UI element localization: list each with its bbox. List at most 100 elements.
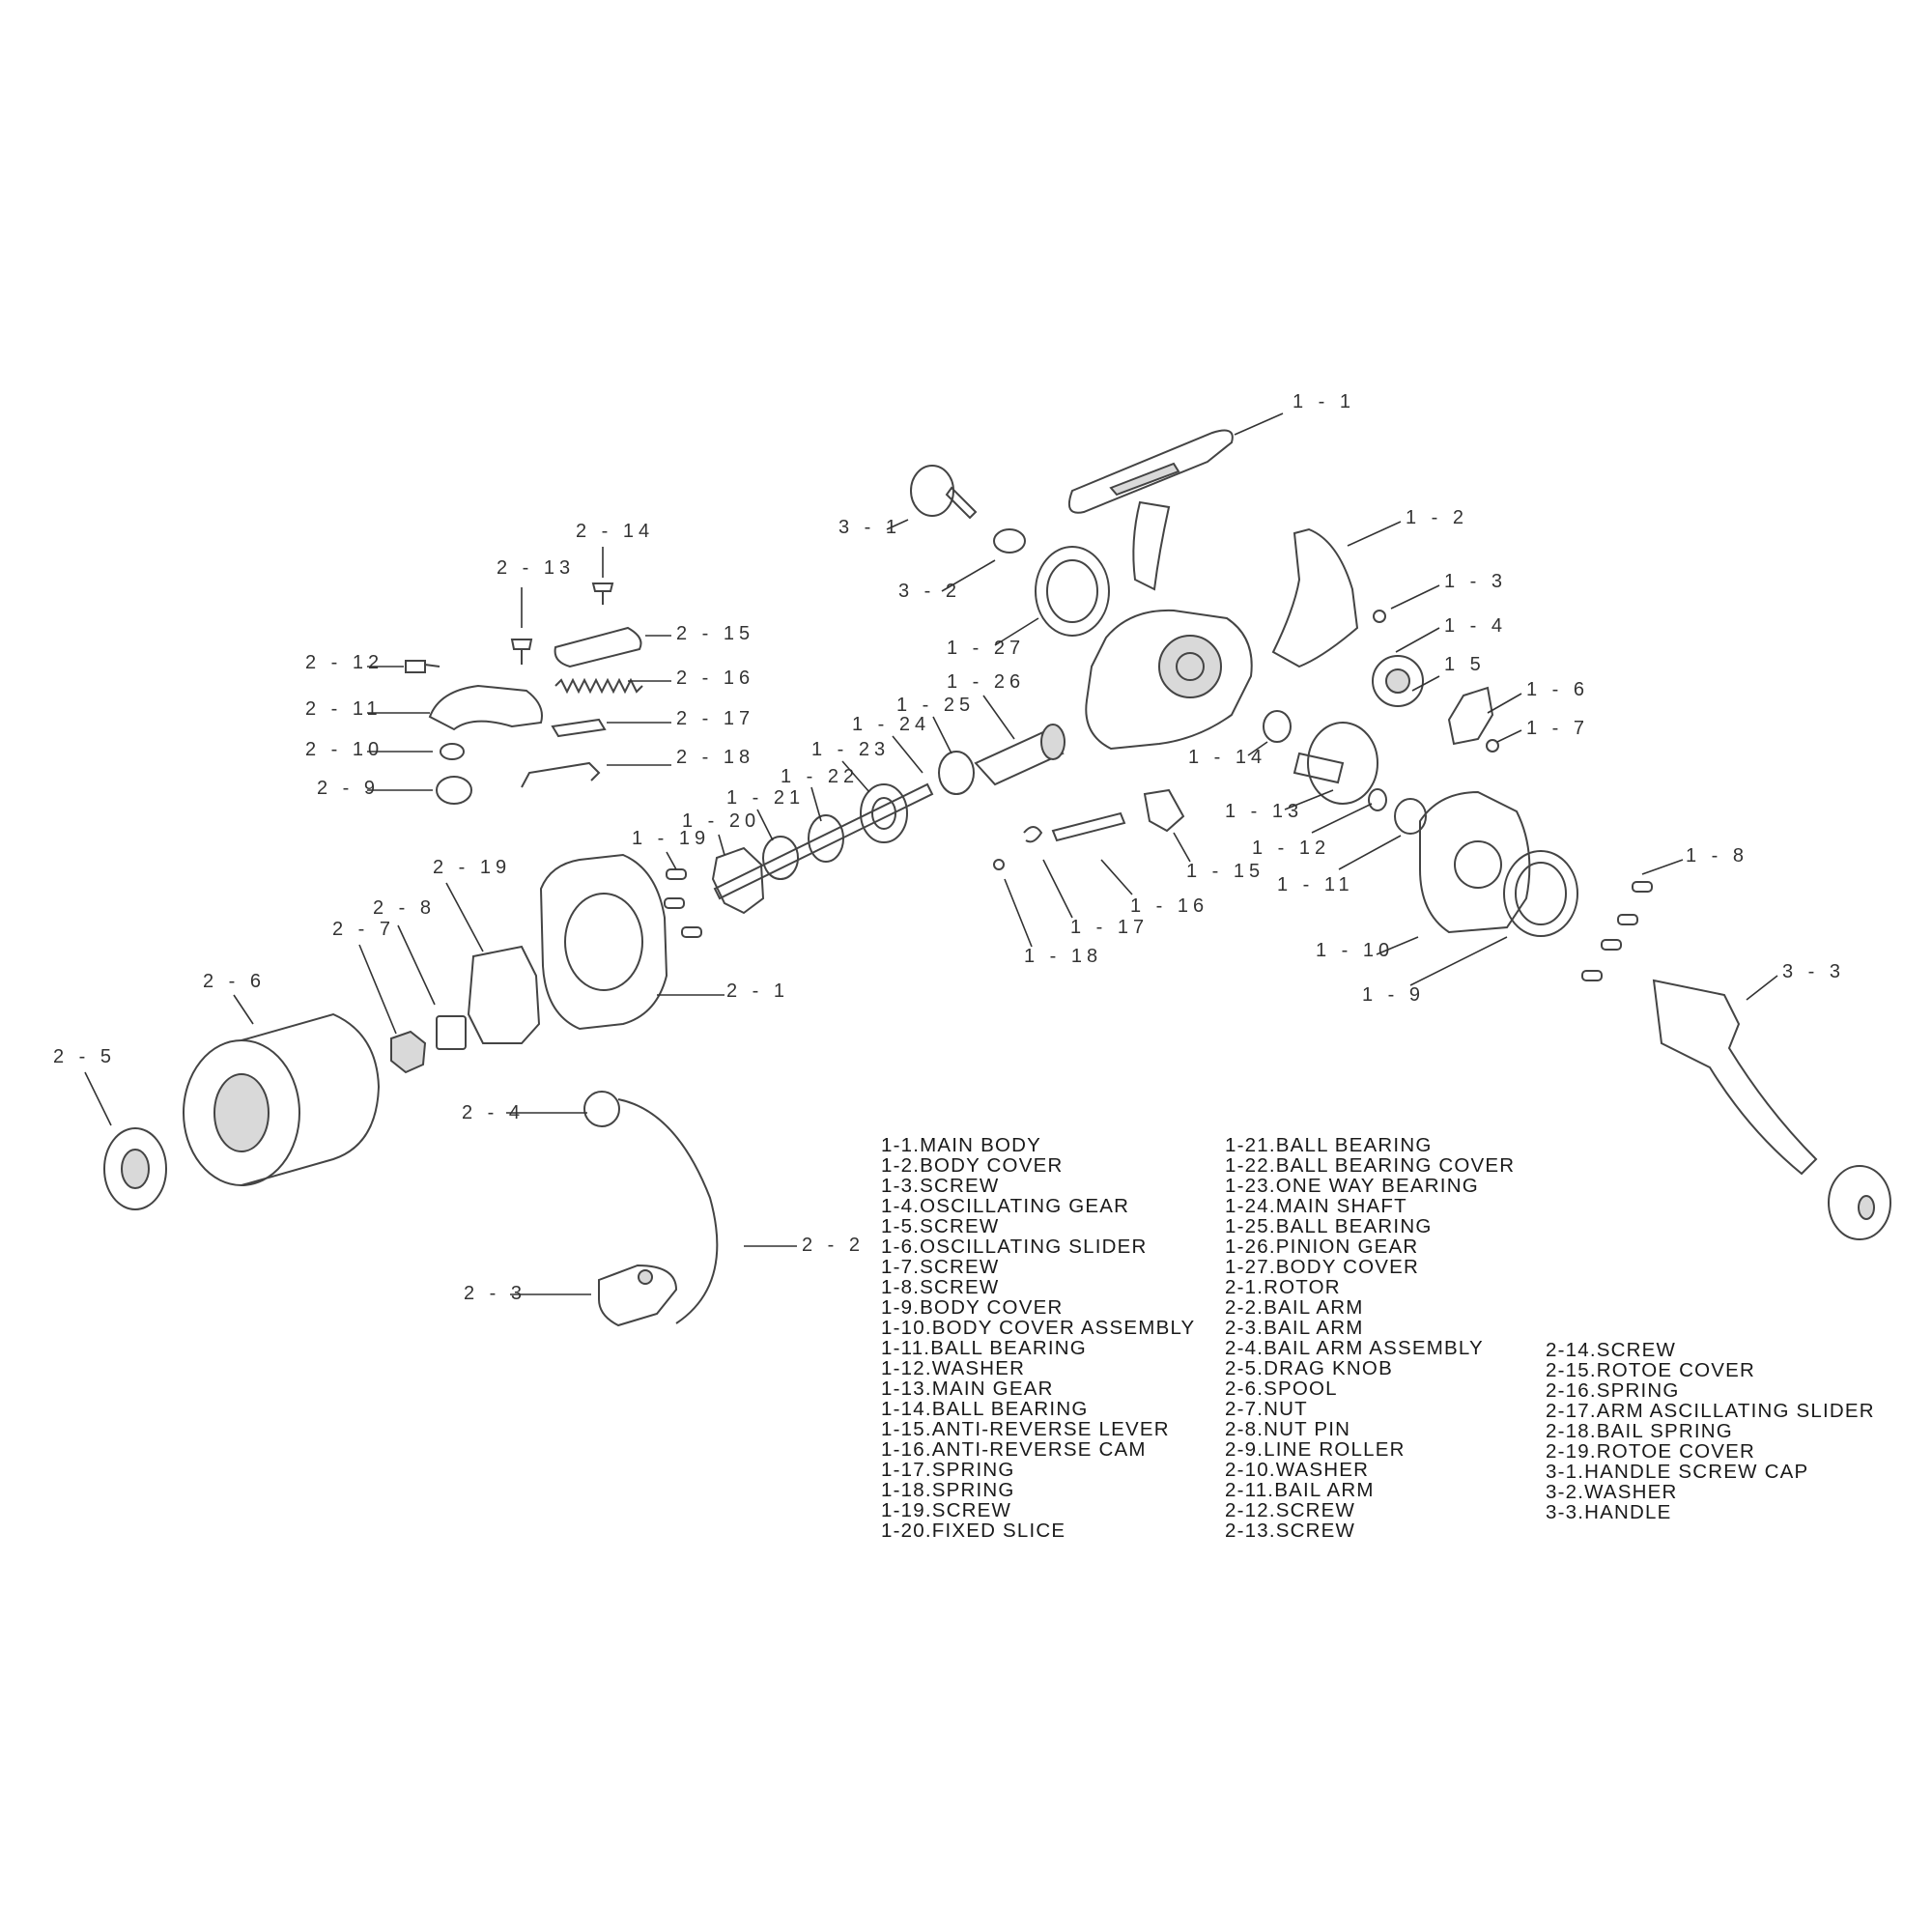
bail-arm-2-11	[428, 684, 543, 731]
callout-2-17: 2 - 17	[676, 708, 754, 729]
ball-bearing-1-25	[938, 751, 975, 795]
legend-column1-item: 1-2.BODY COVER	[881, 1154, 1064, 1177]
handle-shaft	[1652, 979, 1818, 1176]
spring-2-16	[554, 677, 643, 695]
callout-1-23: 1 - 23	[811, 739, 890, 760]
leader-line-1-14	[1247, 741, 1268, 756]
callout-1-16: 1 - 16	[1130, 895, 1208, 917]
callout-1-9: 1 - 9	[1362, 984, 1425, 1006]
leader-line-1-23	[841, 760, 870, 793]
screw-1-19-2	[664, 897, 685, 909]
leader-line-1-19	[666, 851, 677, 870]
callouts-layer: 1 - 11 - 21 - 31 - 41 51 - 61 - 71 - 81 …	[53, 391, 1845, 1304]
screw-1-8-2	[1617, 914, 1638, 925]
one-way-bearing-inner	[871, 797, 896, 830]
fixed-slice	[711, 846, 765, 915]
callout-2-15: 2 - 15	[676, 623, 754, 644]
legend-column1-item: 1-19.SCREW	[881, 1499, 1012, 1521]
legend-column2-item: 2-9.LINE ROLLER	[1225, 1438, 1406, 1461]
callout-1-17: 1 - 17	[1070, 917, 1149, 938]
callout-2-8: 2 - 8	[373, 897, 436, 919]
screw-1-3	[1373, 610, 1386, 623]
spring-1-17	[1023, 826, 1043, 843]
nut-pin	[436, 1015, 467, 1050]
callout-2-16: 2 - 16	[676, 668, 754, 689]
leader-line-1-6	[1487, 693, 1522, 714]
callout-1-14: 1 - 14	[1188, 747, 1266, 768]
legend-column2-item: 1-21.BALL BEARING	[1225, 1134, 1433, 1156]
callout-3-3: 3 - 3	[1782, 961, 1845, 982]
legend-column1-item: 1-4.OSCILLATING GEAR	[881, 1195, 1130, 1217]
rotor-cover-2-15	[554, 626, 642, 668]
legend-column2-item: 2-13.SCREW	[1225, 1520, 1356, 1542]
arm-oscillating-slider	[551, 718, 607, 738]
leader-line-1-5	[1411, 675, 1440, 692]
rotor-window	[564, 893, 643, 991]
legend-column1-item: 1-9.BODY COVER	[881, 1296, 1064, 1319]
leader-line-1-15	[1173, 832, 1191, 863]
legend-column2-item: 1-27.BODY COVER	[1225, 1256, 1420, 1278]
legend-column1-item: 1-10.BODY COVER ASSEMBLY	[881, 1317, 1196, 1339]
bail-arm-2-3-hole	[638, 1269, 653, 1285]
callout-1-15: 1 - 15	[1186, 861, 1264, 882]
leader-line-2-5	[84, 1071, 112, 1126]
callout-2-2: 2 - 2	[802, 1235, 865, 1256]
callout-1-2: 1 - 2	[1406, 507, 1468, 528]
callout-2-1: 2 - 1	[726, 980, 789, 1002]
legend-column1-item: 1-5.SCREW	[881, 1215, 1000, 1237]
legend-column2-item: 1-25.BALL BEARING	[1225, 1215, 1433, 1237]
legend-column2-item: 2-5.DRAG KNOB	[1225, 1357, 1393, 1379]
ball-bearing-1-14	[1263, 710, 1292, 743]
legend-column3-item: 3-1.HANDLE SCREW CAP	[1546, 1461, 1809, 1483]
leader-line-1-22	[810, 786, 822, 822]
legend-column1-item: 1-20.FIXED SLICE	[881, 1520, 1066, 1542]
callout-1-20: 1 - 20	[682, 810, 760, 832]
bail-arm-2-3	[598, 1264, 678, 1327]
screw-2-13	[510, 639, 533, 665]
callout-2-19: 2 - 19	[433, 857, 511, 878]
leader-line-1-10	[1376, 936, 1419, 955]
callout-2-5: 2 - 5	[53, 1046, 116, 1067]
rotor	[539, 853, 668, 1031]
legend-column3-item: 3-2.WASHER	[1546, 1481, 1678, 1503]
callout-1-13: 1 - 13	[1225, 801, 1303, 822]
legend-column2-item: 1-23.ONE WAY BEARING	[1225, 1175, 1479, 1197]
washer-3-2	[993, 528, 1026, 554]
callout-1-5: 1 5	[1444, 654, 1486, 675]
handle-screw-cap-shaft	[945, 486, 978, 520]
body-cover-assembly-bore	[1454, 840, 1502, 889]
callout-1-4: 1 - 4	[1444, 615, 1507, 637]
legend-column2-item: 1-22.BALL BEARING COVER	[1225, 1154, 1516, 1177]
leader-line-3-1	[886, 519, 909, 530]
leader-line-2-7	[358, 944, 397, 1035]
leader-line-1-7	[1496, 729, 1522, 743]
bail-spring	[521, 761, 601, 788]
legend-column1-item: 1-17.SPRING	[881, 1459, 1015, 1481]
callout-1-24: 1 - 24	[852, 714, 930, 735]
anti-reverse-lever	[1143, 788, 1185, 833]
legend-column3-item: 2-14.SCREW	[1546, 1339, 1677, 1361]
ball-bearing-cover	[808, 814, 844, 863]
legend-column2-item: 2-1.ROTOR	[1225, 1276, 1341, 1298]
legend-column2-item: 2-6.SPOOL	[1225, 1378, 1338, 1400]
screw-1-7	[1486, 739, 1499, 753]
callout-2-10: 2 - 10	[305, 739, 384, 760]
legend-column1-item: 1-15.ANTI-REVERSE LEVER	[881, 1418, 1170, 1440]
handle-screw-cap	[910, 465, 954, 517]
leader-line-1-26	[982, 695, 1015, 740]
callout-1-8: 1 - 8	[1686, 845, 1748, 867]
legend-column3-item: 3-3.HANDLE	[1546, 1501, 1672, 1523]
oscillating-slider	[1447, 686, 1494, 746]
washer-2-10	[440, 743, 465, 760]
callout-2-18: 2 - 18	[676, 747, 754, 768]
legend-column1-item: 1-8.SCREW	[881, 1276, 1000, 1298]
main-body-foot	[1068, 429, 1234, 514]
legend-column1-item: 1-13.MAIN GEAR	[881, 1378, 1054, 1400]
leader-line-1-3	[1390, 584, 1440, 610]
parts-drawing	[103, 429, 1891, 1327]
body-cover-arm	[1271, 527, 1359, 668]
